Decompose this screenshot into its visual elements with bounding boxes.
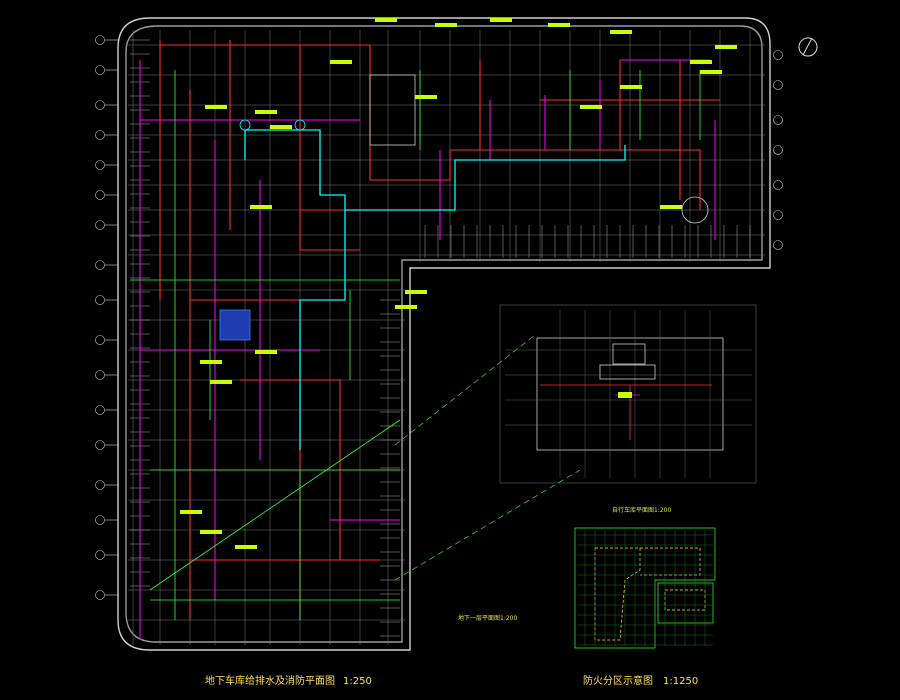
- water-supply-network: [244, 129, 626, 450]
- pump-room: [219, 74, 709, 341]
- bicycle-garage-detail-plan: [499, 304, 757, 484]
- fire-zone-diagram: [574, 527, 716, 649]
- north-arrow: [798, 37, 818, 57]
- leader-lines: [394, 334, 581, 581]
- grid-axis-bubbles: [95, 35, 783, 600]
- building-outline: [117, 17, 771, 651]
- basement-plan-label: 地下一层平面图1:200: [458, 615, 518, 622]
- pipe-tags: [180, 18, 737, 549]
- drain-pipe-network: [139, 59, 716, 640]
- detail-plan-label: 自行车库平面图1:200: [612, 507, 672, 514]
- sprinkler-network: [130, 70, 701, 620]
